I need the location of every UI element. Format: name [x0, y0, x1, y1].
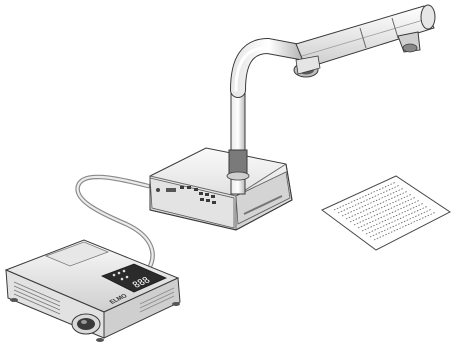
document-camera: [149, 4, 436, 231]
paper-document: [321, 175, 451, 251]
projector: 888 ELMO: [4, 239, 181, 342]
